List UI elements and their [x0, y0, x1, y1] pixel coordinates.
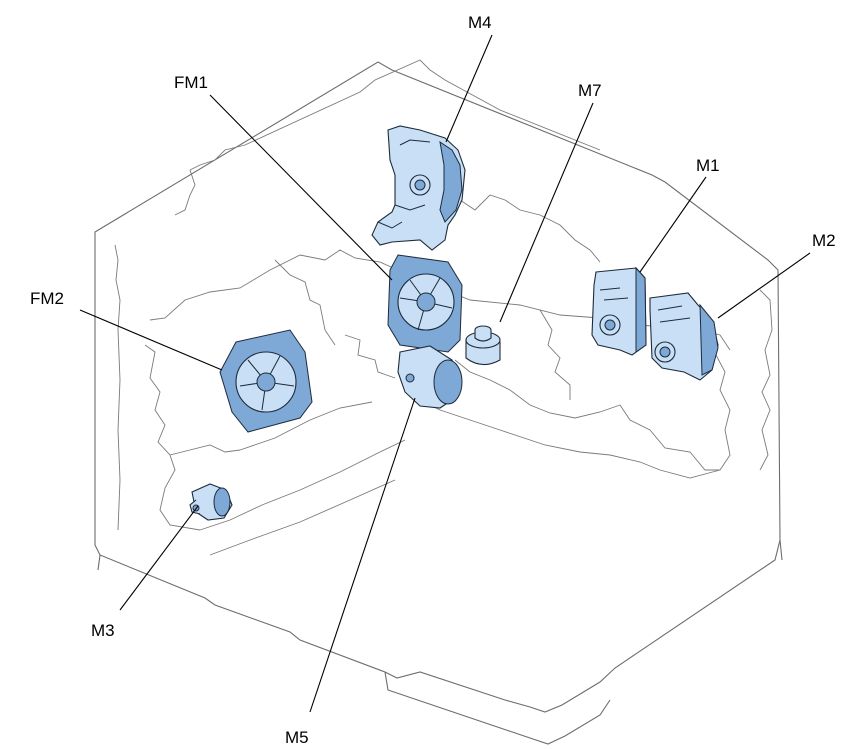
callout-labels: M4 FM1 M7 M1 M2 FM2 M3 M5 [30, 13, 836, 747]
leader-m1 [639, 176, 707, 273]
motor-m1 [591, 266, 647, 356]
callout-m3: M3 [91, 621, 115, 640]
motor-m7 [465, 325, 501, 366]
leader-fm2 [79, 309, 223, 371]
callout-m7: M7 [578, 81, 602, 100]
callout-fm1: FM1 [174, 73, 208, 92]
callout-fm2: FM2 [30, 289, 64, 308]
callout-m1: M1 [696, 156, 720, 175]
leader-fm1 [209, 94, 393, 281]
fan-fm2 [219, 329, 313, 433]
leader-m4 [445, 34, 493, 143]
leader-m5 [309, 397, 416, 713]
motor-m3 [189, 483, 233, 521]
motor-m2 [649, 292, 719, 381]
leader-lines [79, 34, 811, 713]
fan-fm1 [387, 254, 463, 353]
leader-m2 [717, 252, 811, 319]
leader-m7 [499, 102, 594, 323]
callout-m2: M2 [812, 231, 836, 250]
interior-frame-outlines [114, 59, 773, 556]
printer-housing-outline [94, 61, 783, 745]
leader-m3 [119, 505, 199, 611]
callout-m5: M5 [285, 728, 309, 747]
motor-m5 [397, 345, 463, 409]
callout-m4: M4 [468, 13, 492, 32]
motor-m4 [371, 125, 466, 251]
